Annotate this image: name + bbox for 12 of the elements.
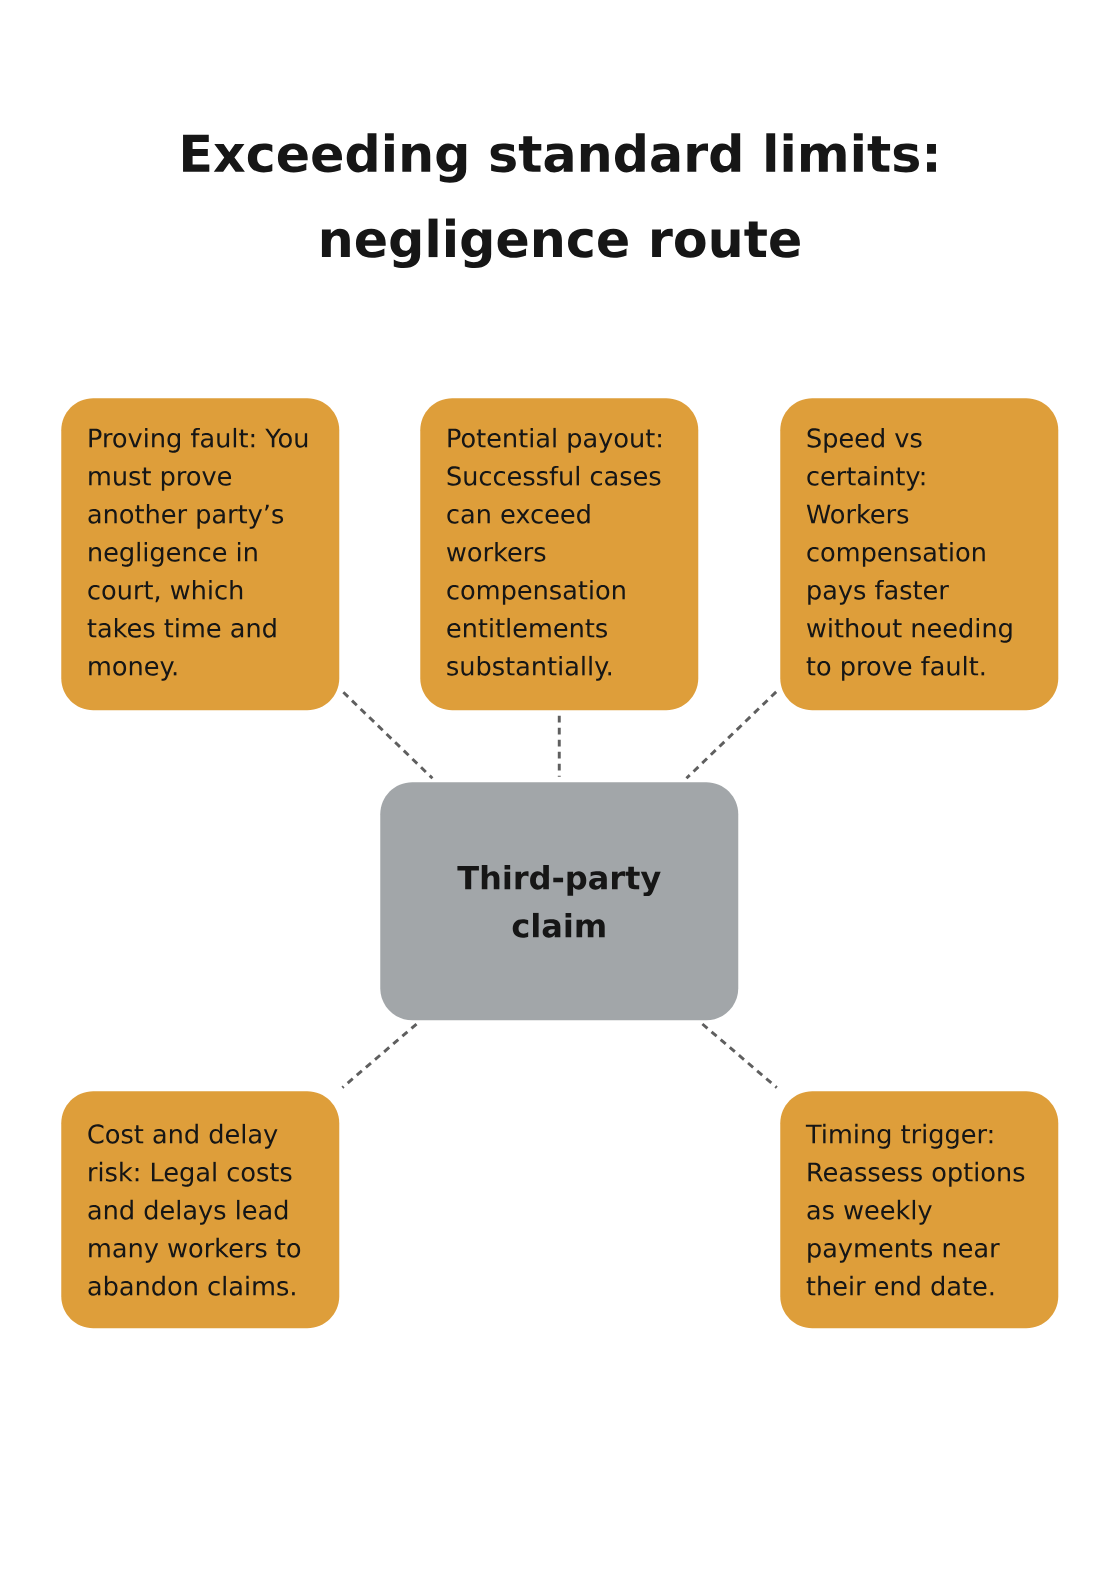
connector-line — [701, 1022, 778, 1089]
connector-line — [342, 691, 434, 780]
title: Exceeding standard limits: negligence route — [183, 133, 936, 269]
info-card: Speed vs certainty: Workers compensation pays faster without needing to prove fault. — [780, 398, 1059, 711]
connector-line — [557, 715, 561, 777]
info-card: Cost and delay risk: Legal costs and delays lead many workers to abandon claims. — [61, 1091, 340, 1329]
connector-line — [341, 1022, 418, 1089]
hub-box: Third-party claim — [380, 782, 739, 1021]
info-card: Potential payout: Successful cases can exceed workers compensation entitlements substantially. — [420, 398, 699, 711]
info-card: Proving fault: You must prove another party’s negligence in court, which takes time and money. — [61, 398, 340, 711]
connector-line — [685, 690, 778, 780]
info-card: Timing trigger: Reassess options as weekly payments near their end date. — [780, 1091, 1059, 1329]
